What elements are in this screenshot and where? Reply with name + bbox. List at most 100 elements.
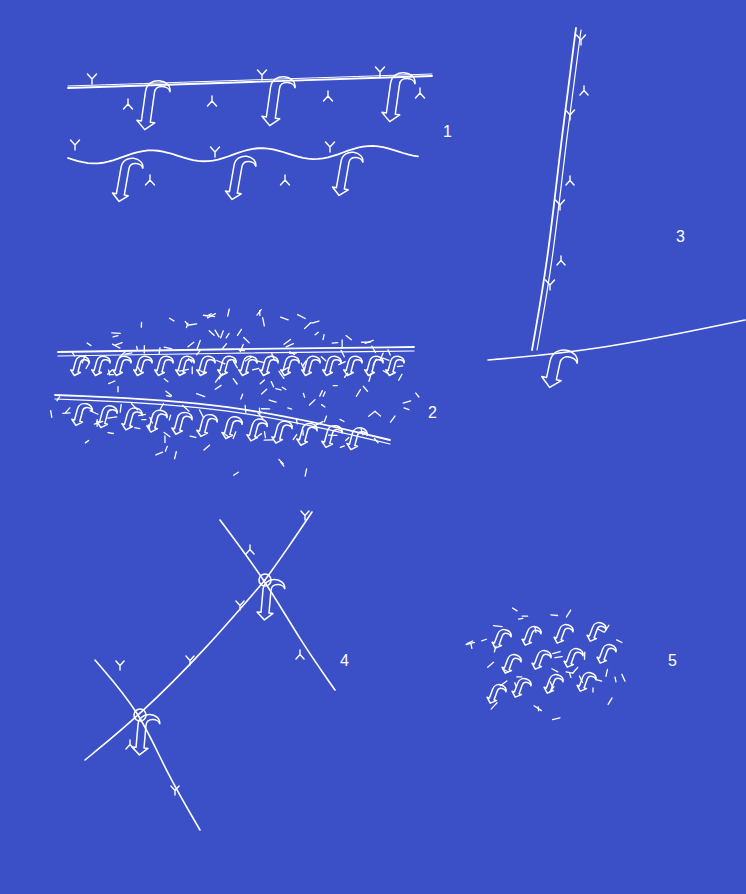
front-line xyxy=(537,30,581,350)
cloud-dash xyxy=(142,419,146,420)
front-tick xyxy=(281,175,290,185)
small-arrow xyxy=(221,414,244,441)
front-tick xyxy=(124,99,133,109)
descent-arrow xyxy=(261,74,297,128)
cloud-dash xyxy=(141,322,143,327)
cloud-dash xyxy=(284,339,291,344)
cloud-dash xyxy=(215,385,221,389)
front-line xyxy=(85,580,265,760)
cloud-dash xyxy=(116,343,122,345)
cloud-dash xyxy=(339,362,346,365)
cloud-dash xyxy=(166,391,172,395)
cloud-dash xyxy=(471,643,472,648)
front-tick xyxy=(88,74,97,84)
cloud-dash xyxy=(63,412,70,414)
cloud-dash xyxy=(388,350,390,355)
cloud-dash xyxy=(276,389,281,390)
front-tick xyxy=(258,70,267,80)
cloud-dash xyxy=(286,344,293,347)
cloud-dash xyxy=(65,408,69,413)
cloud-dash xyxy=(390,416,394,422)
small-arrow xyxy=(96,403,119,430)
cloud-dash xyxy=(375,411,380,415)
cloud-dash xyxy=(164,347,172,349)
cloud-dash xyxy=(304,323,310,329)
cloud-dash xyxy=(617,640,622,643)
cloud-dash xyxy=(383,358,389,360)
callout-number: 5 xyxy=(668,652,677,670)
cloud-dash xyxy=(397,365,402,367)
small-arrow xyxy=(246,417,269,444)
cloud-dash xyxy=(369,411,375,416)
front-line xyxy=(265,512,312,580)
small-arrow xyxy=(511,676,533,701)
cloud-dash xyxy=(117,387,118,392)
front-line xyxy=(68,146,418,163)
surface-line xyxy=(488,320,745,360)
small-arrow xyxy=(364,354,385,378)
small-arrow xyxy=(543,672,565,697)
front-tick xyxy=(566,176,574,185)
cloud-dash xyxy=(598,629,603,632)
front-tick xyxy=(146,175,155,185)
cloud-dash xyxy=(493,625,502,627)
cloud-dash xyxy=(573,667,578,673)
cloud-dash xyxy=(262,389,267,394)
cloud-dash xyxy=(164,436,165,442)
cloud-dash xyxy=(416,393,419,397)
small-arrow xyxy=(196,354,217,378)
small-arrow xyxy=(112,354,133,378)
cloud-dash xyxy=(233,379,237,384)
cloud-dash xyxy=(340,446,344,447)
small-arrow xyxy=(71,401,94,428)
cloud-dash xyxy=(592,688,593,692)
front-line xyxy=(68,74,432,86)
cloud-dash xyxy=(309,400,315,405)
cloud-dash xyxy=(113,336,118,337)
cloud-dash xyxy=(553,652,560,654)
cloud-dash xyxy=(570,673,571,677)
cloud-dash xyxy=(112,332,120,334)
cloud-dash xyxy=(113,344,120,348)
front-line xyxy=(95,660,200,830)
cloud-dash xyxy=(312,321,319,323)
cloud-dash xyxy=(215,330,219,337)
cloud-dash xyxy=(253,368,259,370)
cloud-dash xyxy=(622,674,625,681)
callout-number: 2 xyxy=(428,404,437,422)
cloud-dash xyxy=(165,446,167,451)
cloud-dash xyxy=(215,375,220,382)
cloud-dash xyxy=(241,394,243,399)
cloud-dash xyxy=(190,436,196,437)
cloud-dash xyxy=(584,652,586,659)
cloud-dash xyxy=(322,405,325,407)
front-line xyxy=(58,351,414,356)
cloud-dash xyxy=(240,344,243,351)
cloud-dash xyxy=(324,416,326,422)
cloud-dash xyxy=(517,676,522,677)
callout-number: 3 xyxy=(676,228,685,246)
callout-number: 4 xyxy=(340,652,349,670)
cloud-dash xyxy=(208,314,216,318)
small-arrow xyxy=(321,423,344,450)
small-arrow xyxy=(70,354,91,378)
cloud-dash xyxy=(87,343,91,346)
small-arrow xyxy=(501,652,523,677)
front-tick xyxy=(577,35,586,45)
cloud-dash xyxy=(175,452,177,459)
callout-number: 1 xyxy=(443,123,452,141)
cloud-dash xyxy=(333,385,337,386)
cloud-dash xyxy=(323,335,324,340)
cloud-dash xyxy=(269,400,276,402)
small-arrow xyxy=(531,648,553,673)
small-arrow xyxy=(91,354,112,378)
front-tick xyxy=(326,142,335,152)
front-tick xyxy=(376,67,385,77)
cloud-dash xyxy=(491,703,497,709)
cloud-dash xyxy=(346,336,351,340)
small-arrow xyxy=(196,412,219,439)
cloud-dash xyxy=(522,615,527,616)
cloud-dash xyxy=(403,401,411,403)
cloud-dash xyxy=(51,411,52,418)
